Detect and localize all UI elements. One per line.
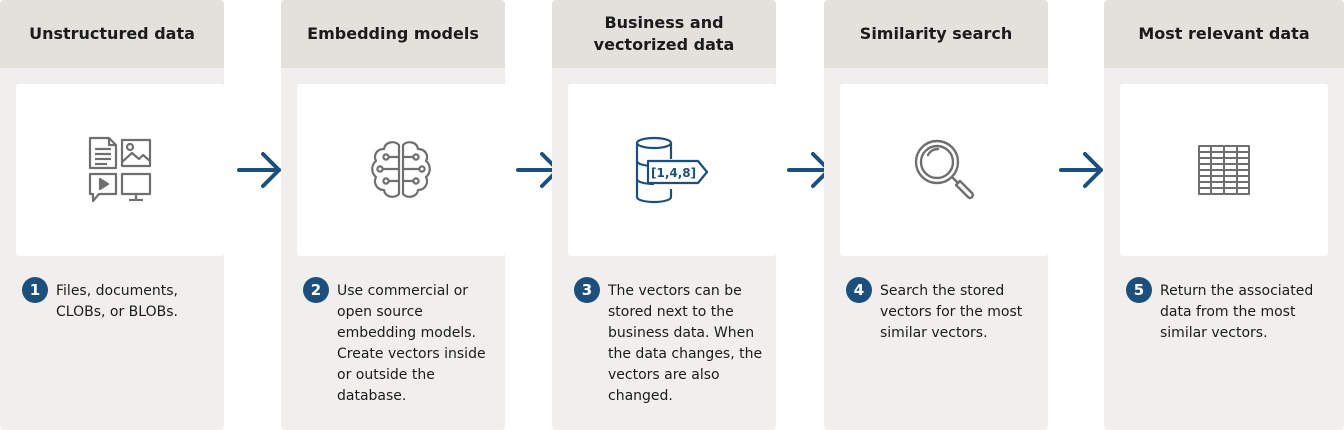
table-grid-icon bbox=[1198, 145, 1250, 195]
database-vector-icon: [1,4,8] bbox=[635, 136, 709, 204]
unstructured-data-icon bbox=[88, 136, 152, 203]
step-4-icon-card bbox=[840, 84, 1048, 256]
step-3-icon-card: [1,4,8] bbox=[568, 84, 776, 256]
arrow-right-icon bbox=[237, 152, 281, 188]
step-3-header: Business and vectorized data bbox=[552, 0, 776, 68]
step-3-number-badge: 3 bbox=[574, 277, 600, 303]
step-5-column: Most relevant data 5 Return the associat… bbox=[1104, 0, 1344, 430]
vector-label: [1,4,8] bbox=[651, 166, 696, 180]
step-1-icon-card bbox=[16, 84, 224, 256]
step-2-column: Embedding models 2 Use commercial or ope… bbox=[281, 0, 505, 430]
step-2-icon-card bbox=[297, 84, 505, 256]
step-4-column: Similarity search 4 Search the stored ve… bbox=[824, 0, 1048, 430]
step-5-number-badge: 5 bbox=[1126, 277, 1152, 303]
step-1-column: Unstructured data 1 Files, documents, CL… bbox=[0, 0, 224, 430]
step-3-description: The vectors can be stored next to the bu… bbox=[608, 283, 763, 404]
step-4-header: Similarity search bbox=[824, 0, 1048, 68]
step-2-description: Use commercial or open source embedding … bbox=[337, 283, 486, 404]
arrow-right-icon bbox=[1059, 152, 1103, 188]
step-5-description: Return the associated data from the most… bbox=[1160, 283, 1314, 341]
brain-circuit-icon bbox=[371, 141, 431, 198]
step-3-column: Business and vectorized data [1,4,8] 3 T… bbox=[552, 0, 776, 430]
step-4-number-badge: 4 bbox=[846, 277, 872, 303]
step-4-title: Similarity search bbox=[859, 24, 1013, 43]
step-2-title: Embedding models bbox=[307, 24, 479, 43]
step-5-title: Most relevant data bbox=[1138, 24, 1310, 43]
step-1-description: Files, documents, CLOBs, or BLOBs. bbox=[56, 283, 179, 320]
step-1-number-badge: 1 bbox=[22, 277, 48, 303]
step-1-header: Unstructured data bbox=[0, 0, 224, 68]
magnifier-icon bbox=[914, 139, 975, 200]
step-3-title: Business and vectorized data bbox=[593, 13, 735, 54]
step-5-header: Most relevant data bbox=[1104, 0, 1344, 68]
step-5-icon-card bbox=[1120, 84, 1328, 256]
step-1-title: Unstructured data bbox=[29, 24, 195, 43]
step-4-description: Search the stored vectors for the most s… bbox=[880, 283, 1023, 341]
step-2-header: Embedding models bbox=[281, 0, 505, 68]
step-2-number-badge: 2 bbox=[303, 277, 329, 303]
